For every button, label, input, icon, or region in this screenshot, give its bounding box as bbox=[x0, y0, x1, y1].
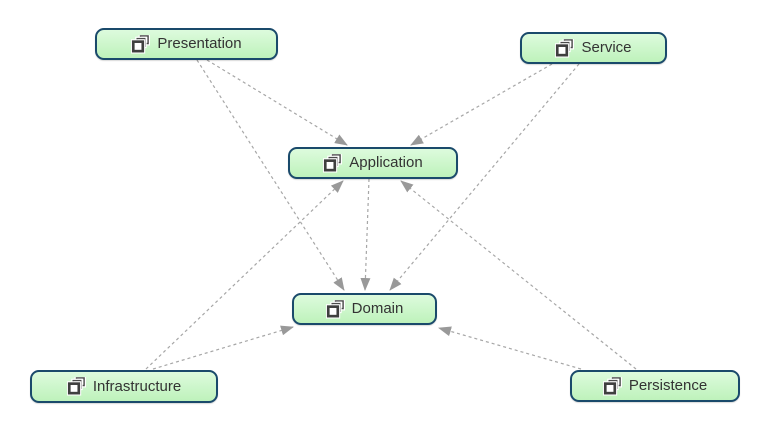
layer-node-application[interactable]: Application bbox=[288, 147, 458, 179]
edge-presentation-to-application bbox=[206, 59, 348, 146]
layer-node-service[interactable]: Service bbox=[520, 32, 667, 64]
layer-node-label: Persistence bbox=[628, 377, 708, 394]
layer-node-label: Presentation bbox=[157, 35, 242, 52]
layer-node-presentation[interactable]: Presentation bbox=[95, 28, 278, 60]
edge-application-to-domain bbox=[360, 178, 371, 291]
edge-infrastructure-to-domain bbox=[152, 325, 294, 370]
layer-node-label: Domain bbox=[351, 300, 404, 317]
package-icon bbox=[131, 34, 151, 54]
layer-node-infrastructure[interactable]: Infrastructure bbox=[30, 370, 218, 403]
layer-node-label: Service bbox=[581, 39, 632, 56]
package-icon bbox=[555, 38, 575, 58]
edge-persistence-to-application bbox=[400, 180, 637, 370]
edge-service-to-domain bbox=[389, 63, 580, 291]
package-icon bbox=[66, 377, 86, 396]
layer-node-label: Infrastructure bbox=[92, 377, 182, 395]
package-icon bbox=[323, 153, 343, 173]
package-icon bbox=[325, 299, 345, 319]
layer-node-label: Application bbox=[349, 154, 423, 171]
layer-node-persistence[interactable]: Persistence bbox=[570, 370, 740, 402]
package-icon bbox=[602, 376, 622, 396]
edge-persistence-to-domain bbox=[438, 326, 582, 370]
edge-service-to-application bbox=[410, 63, 553, 146]
edge-infrastructure-to-application bbox=[145, 180, 344, 370]
layer-node-domain[interactable]: Domain bbox=[292, 293, 437, 325]
